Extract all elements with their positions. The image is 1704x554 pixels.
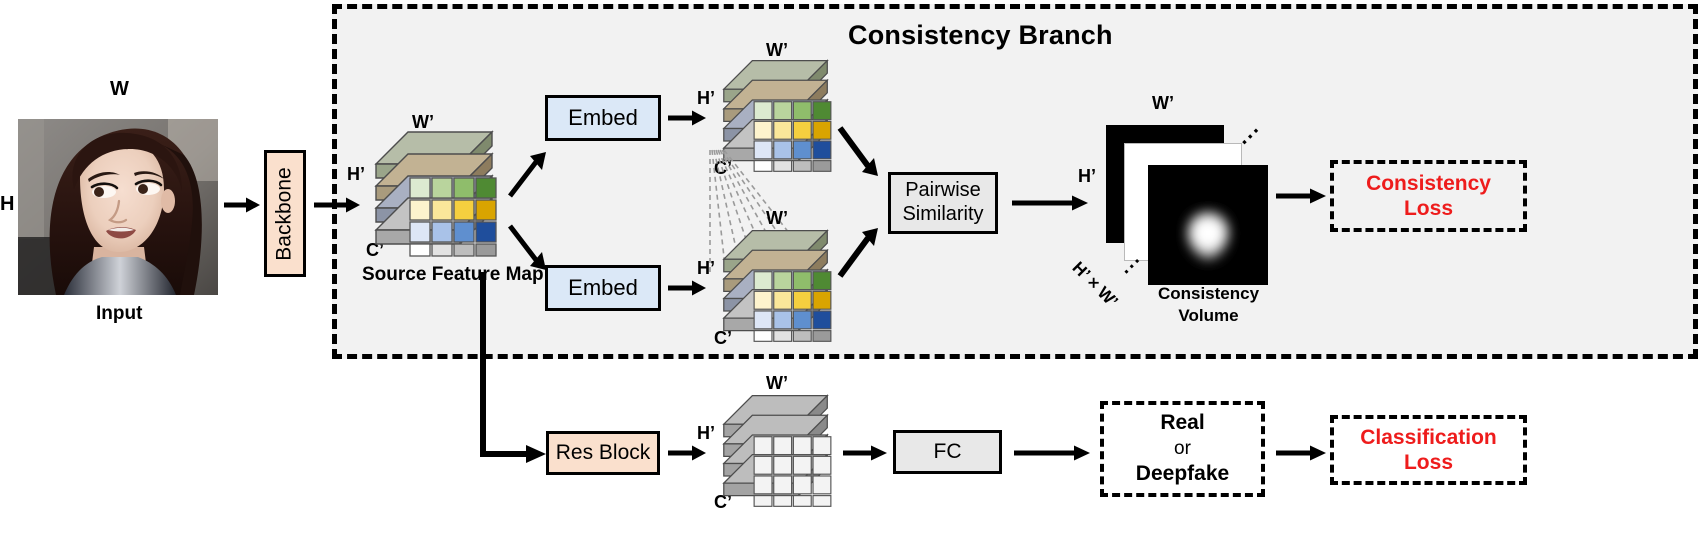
consistency-loss-line-2: Loss	[1403, 197, 1453, 220]
consistency-loss-box: Consistency Loss	[1330, 160, 1527, 232]
input-height-label: H	[0, 193, 15, 215]
classification-loss-line-2: Loss	[1403, 451, 1453, 474]
arrow-input-to-backbone	[224, 196, 262, 214]
arrow-fc-to-prediction	[1014, 444, 1092, 462]
arrow-res-block-to-cube	[668, 444, 708, 462]
source-feature-map-height-label: H’	[347, 164, 365, 184]
arrow-cube-to-fc	[843, 444, 889, 462]
class-feature-height-label: H’	[697, 423, 715, 443]
arrow-backbone-to-feature-map	[314, 196, 362, 214]
consistency-volume-width-label: W’	[1152, 93, 1174, 113]
consistency-branch-title: Consistency Branch	[848, 20, 1113, 50]
prediction-line-2: or	[1174, 437, 1191, 459]
consistency-loss-line-1: Consistency	[1366, 171, 1491, 195]
input-caption: Input	[96, 303, 143, 324]
prediction-box: Real or Deepfake	[1100, 401, 1265, 497]
arrow-embed-top-to-cube	[668, 109, 708, 127]
arrow-pairwise-to-volume	[1012, 194, 1090, 212]
source-feature-map-channel-label: C’	[366, 240, 384, 260]
input-width-label: W	[110, 78, 129, 100]
arrow-cube-top-to-pairwise	[837, 126, 886, 182]
input-face-image	[18, 119, 218, 295]
embed-top-label: Embed	[568, 105, 638, 130]
embedded-top-height-label: H’	[697, 88, 715, 108]
source-feature-map-width-label: W’	[412, 112, 434, 132]
classification-loss-box: Classification Loss	[1330, 415, 1527, 485]
backbone-box[interactable]: Backbone	[264, 150, 306, 277]
arrow-embed-bottom-to-cube	[668, 279, 708, 297]
fc-label: FC	[933, 440, 962, 463]
class-feature-channel-label: C’	[714, 492, 732, 512]
embedded-feature-cube-top	[722, 59, 838, 172]
backbone-label: Backbone	[273, 166, 296, 261]
res-block-box[interactable]: Res Block	[546, 431, 660, 475]
arrow-feature-map-to-res-block	[428, 272, 556, 472]
arrow-feature-map-to-embed-top	[508, 148, 550, 198]
source-feature-map-cube	[374, 130, 504, 257]
arrow-prediction-to-classification-loss	[1276, 444, 1328, 462]
embed-bottom-label: Embed	[568, 275, 638, 300]
class-feature-width-label: W’	[766, 373, 788, 393]
arrow-feature-map-to-embed-bottom	[508, 222, 550, 274]
embedded-top-channel-label: C’	[714, 158, 732, 178]
embed-box-top[interactable]: Embed	[545, 95, 661, 141]
embed-box-bottom[interactable]: Embed	[545, 265, 661, 311]
pairwise-line-1: Pairwise	[905, 179, 981, 202]
embedded-bottom-channel-label: C’	[714, 328, 732, 348]
fc-box[interactable]: FC	[893, 430, 1002, 474]
arrow-cube-bottom-to-pairwise	[837, 224, 886, 280]
embedded-bottom-width-label: W’	[766, 208, 788, 228]
consistency-volume-height-label: H’	[1078, 166, 1096, 186]
consistency-volume-caption-line-1: Consistency	[1157, 284, 1260, 303]
consistency-volume-caption-line-2: Volume	[1178, 306, 1239, 326]
pairwise-similarity-box[interactable]: Pairwise Similarity	[888, 172, 998, 234]
classification-loss-line-1: Classification	[1360, 425, 1497, 449]
consistency-volume-slice-front	[1148, 165, 1268, 285]
embedded-bottom-height-label: H’	[697, 258, 715, 278]
pairwise-line-2: Similarity	[902, 203, 984, 225]
source-feature-map-caption: Source Feature Map	[362, 264, 544, 285]
prediction-line-1: Real	[1160, 410, 1205, 434]
embedded-top-width-label: W’	[766, 40, 788, 60]
consistency-volume-caption: Consistency Volume	[1156, 283, 1261, 327]
arrow-volume-to-consistency-loss	[1276, 187, 1328, 205]
embedded-feature-cube-bottom	[722, 229, 838, 342]
prediction-line-3: Deepfake	[1135, 462, 1230, 486]
classification-feature-cube	[722, 394, 838, 507]
res-block-label: Res Block	[555, 441, 651, 464]
